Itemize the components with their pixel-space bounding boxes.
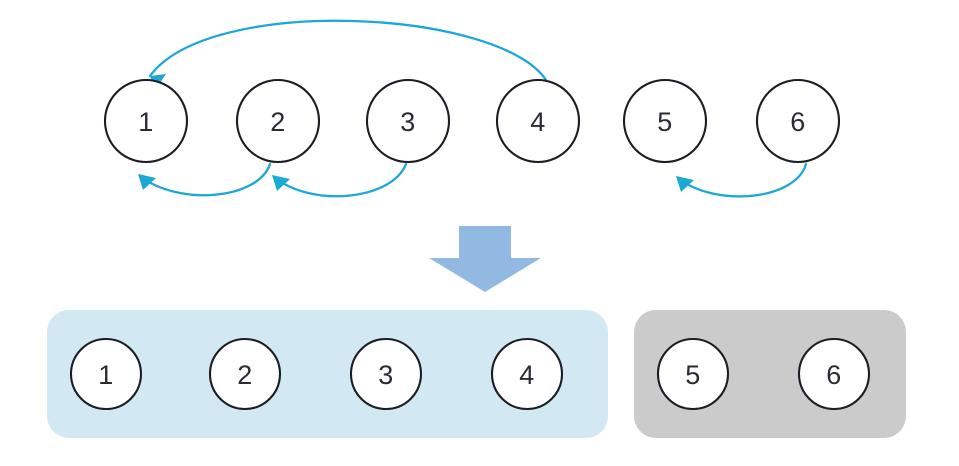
- arc-2-to-1: [138, 162, 272, 197]
- arc-3-to-2-arrowhead: [272, 175, 290, 191]
- node-6[interactable]: 6: [797, 337, 871, 411]
- arc-4-to-1: [148, 19, 548, 90]
- node-6[interactable]: 6: [755, 78, 841, 164]
- node-label-3: 3: [400, 107, 416, 137]
- node-1[interactable]: 1: [103, 78, 189, 164]
- unsorted-node-row: 1 2 3 4 5 6: [103, 78, 841, 164]
- node-circle-1: [103, 78, 189, 164]
- node-label-4: 4: [519, 360, 535, 390]
- node-2[interactable]: 2: [208, 337, 282, 411]
- node-label-5: 5: [657, 107, 673, 137]
- node-2[interactable]: 2: [235, 78, 321, 164]
- node-label-2: 2: [237, 360, 253, 390]
- node-label-2: 2: [270, 107, 286, 137]
- arc-3-to-2-path: [272, 162, 408, 198]
- node-5[interactable]: 5: [622, 78, 708, 164]
- node-circle-3: [349, 337, 423, 411]
- node-circle-5: [656, 337, 730, 411]
- arc-2-to-1-path: [138, 162, 272, 197]
- node-label-6: 6: [826, 360, 842, 390]
- node-label-6: 6: [790, 107, 806, 137]
- node-circle-1: [69, 337, 143, 411]
- node-label-4: 4: [530, 107, 546, 137]
- node-circle-2: [235, 78, 321, 164]
- arc-6-to-5: [676, 162, 808, 198]
- node-circle-4: [490, 337, 564, 411]
- node-5[interactable]: 5: [656, 337, 730, 411]
- node-label-1: 1: [138, 107, 154, 137]
- sorted-group-blue-box: [47, 310, 608, 438]
- node-circle-5: [622, 78, 708, 164]
- arc-6-to-5-arrowhead: [676, 176, 694, 192]
- node-4[interactable]: 4: [490, 337, 564, 411]
- node-circle-3: [365, 78, 451, 164]
- node-4[interactable]: 4: [495, 78, 581, 164]
- node-circle-4: [495, 78, 581, 164]
- node-1[interactable]: 1: [69, 337, 143, 411]
- node-3[interactable]: 3: [349, 337, 423, 411]
- node-circle-2: [208, 337, 282, 411]
- node-label-3: 3: [378, 360, 394, 390]
- node-circle-6: [755, 78, 841, 164]
- partition-arrow-icon: [429, 226, 541, 292]
- node-3[interactable]: 3: [365, 78, 451, 164]
- arc-2-to-1-arrowhead: [138, 174, 156, 190]
- node-label-1: 1: [98, 360, 114, 390]
- sorted-group-blue: 1 2 3 4: [47, 310, 608, 438]
- arc-3-to-2: [272, 162, 408, 198]
- node-label-5: 5: [685, 360, 701, 390]
- arc-4-to-1-path: [148, 19, 548, 82]
- arc-6-to-5-path: [676, 162, 808, 198]
- node-circle-6: [797, 337, 871, 411]
